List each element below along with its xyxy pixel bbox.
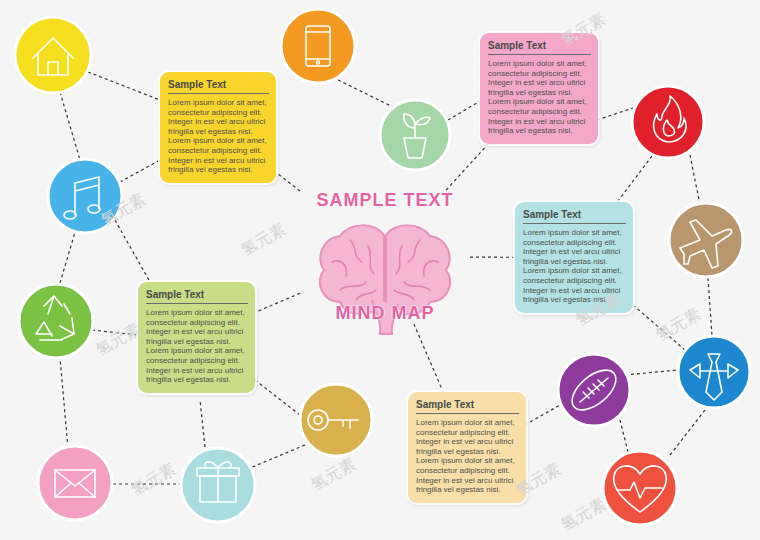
text-box: Sample TextLorem ipsum dolor sit amet, c… xyxy=(480,33,598,144)
house-circle xyxy=(15,17,91,93)
watermark: 氢元素 xyxy=(238,219,290,261)
key-circle xyxy=(300,384,372,456)
box-heading: Sample Text xyxy=(146,289,248,304)
watermark: 氢元素 xyxy=(558,494,610,536)
center-topic: SAMPLE TEXT MIND MAP xyxy=(300,190,470,324)
center-subtitle: MIND MAP xyxy=(300,303,470,324)
watermark: 氢元素 xyxy=(128,459,180,501)
fire-circle xyxy=(632,86,704,158)
ball-circle xyxy=(558,354,630,426)
box-heading: Sample Text xyxy=(523,209,626,224)
icon-circles xyxy=(15,9,750,525)
box-heading: Sample Text xyxy=(416,399,519,414)
watermark: 氢元素 xyxy=(308,454,360,496)
plane-circle xyxy=(669,203,743,277)
box-body: Lorem ipsum dolor sit amet, consectetur … xyxy=(168,98,269,175)
text-box: Sample TextLorem ipsum dolor sit amet, c… xyxy=(160,72,276,183)
icons xyxy=(33,26,738,512)
dashed-connector xyxy=(255,293,300,312)
box-body: Lorem ipsum dolor sit amet, consectetur … xyxy=(146,308,248,385)
dashed-links xyxy=(60,72,712,484)
text-box: Sample TextLorem ipsum dolor sit amet, c… xyxy=(408,392,526,503)
mail-circle xyxy=(38,446,112,520)
tie-circle xyxy=(678,336,750,408)
dashed-connector xyxy=(414,324,443,392)
dashed-connector xyxy=(276,172,300,191)
gift-circle xyxy=(181,448,255,522)
dashed-connector xyxy=(470,257,515,258)
heart-circle xyxy=(603,451,677,525)
box-body: Lorem ipsum dolor sit amet, consectetur … xyxy=(488,59,591,136)
box-heading: Sample Text xyxy=(168,79,269,94)
recycle-circle xyxy=(19,284,93,358)
plant-circle xyxy=(380,100,450,170)
box-body: Lorem ipsum dolor sit amet, consectetur … xyxy=(416,418,519,495)
phone-circle xyxy=(281,9,355,83)
text-box: Sample TextLorem ipsum dolor sit amet, c… xyxy=(138,282,255,393)
dashed-connector xyxy=(446,144,488,190)
center-title: SAMPLE TEXT xyxy=(300,190,470,211)
